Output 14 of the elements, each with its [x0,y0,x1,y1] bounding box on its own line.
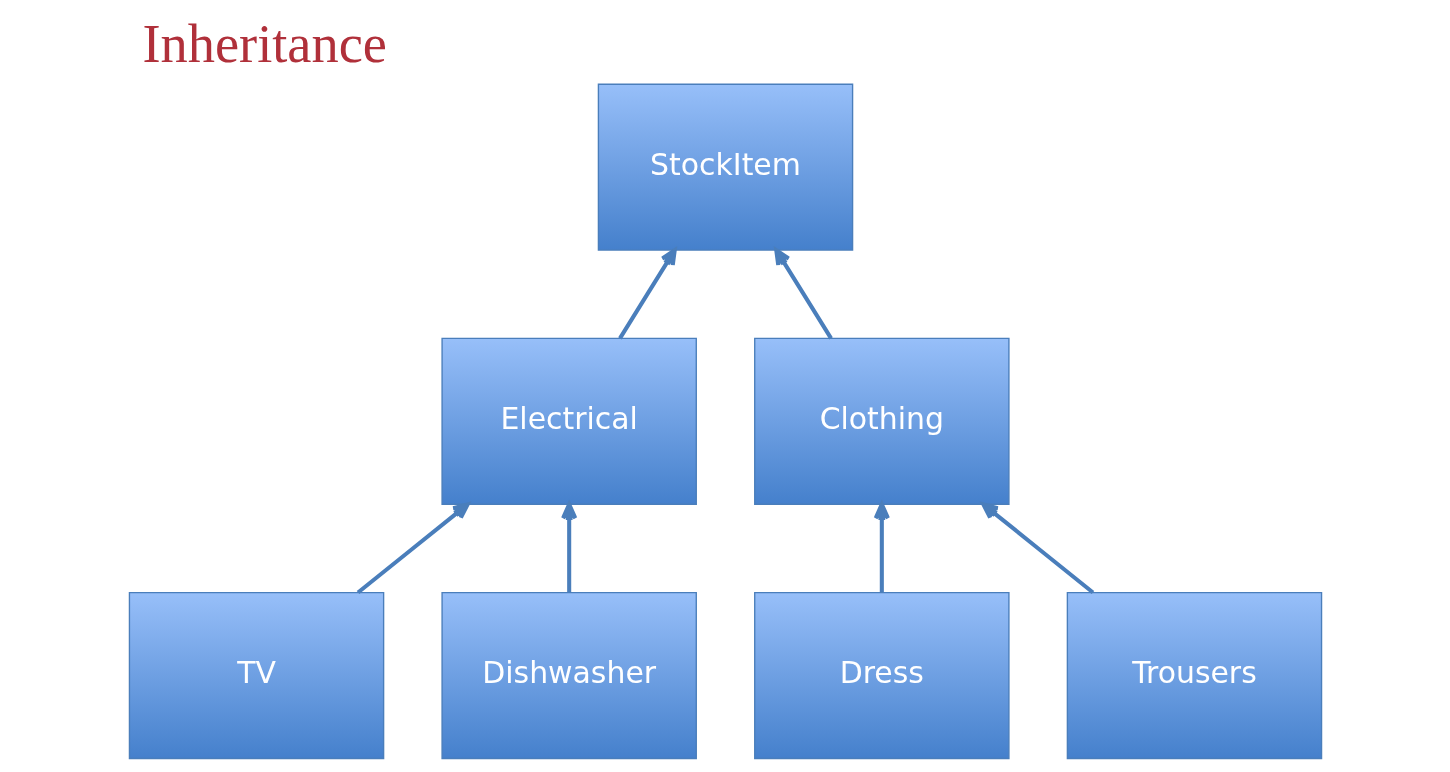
arrow [560,502,577,593]
arrow [773,248,833,340]
node-box: Dishwasher [440,591,697,760]
arrow [356,502,470,595]
node-box: TV [128,591,384,760]
arrow [980,502,1094,595]
node-box: Electrical [440,337,697,505]
diagram-title: Inheritance [141,14,387,75]
arrow [617,248,677,340]
arrow [873,502,890,593]
node-box: Dress [753,591,1010,760]
node-box: StockItem [597,83,853,251]
node-box: Trousers [1066,591,1322,760]
node-box: Clothing [753,337,1010,505]
